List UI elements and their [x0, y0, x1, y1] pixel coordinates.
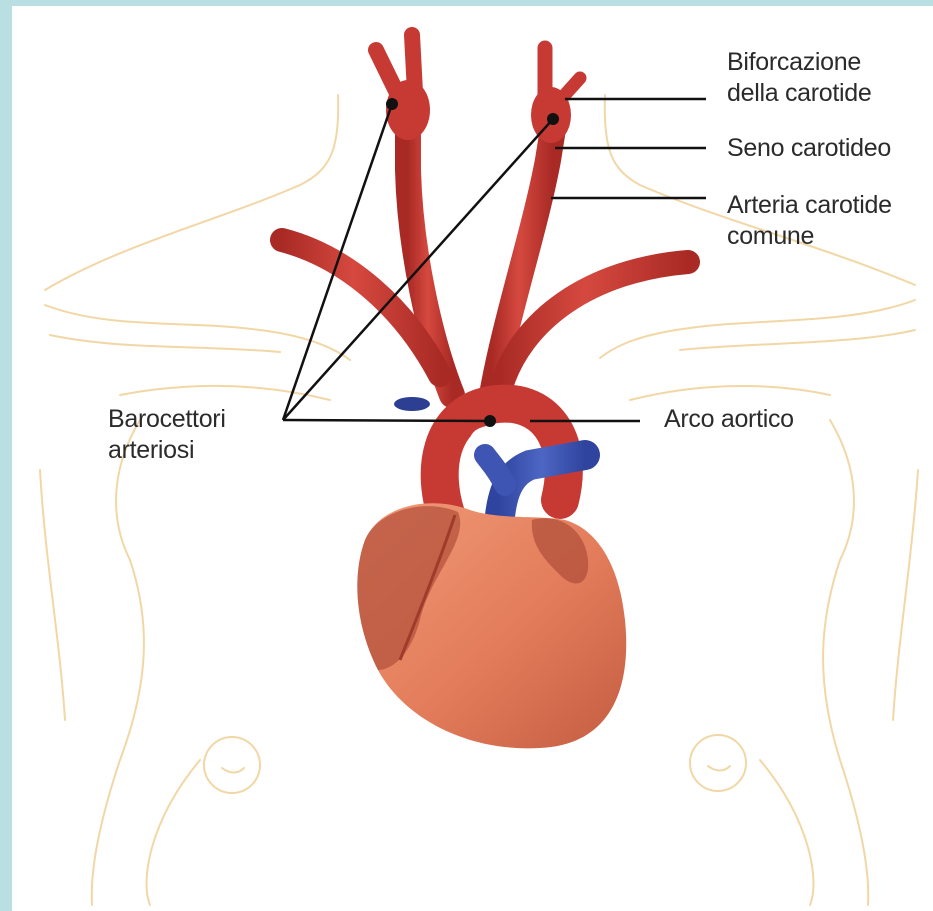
- label-barocettori-line2: arteriosi: [108, 435, 226, 466]
- label-arteria-carotide: Arteria carotide comune: [727, 190, 892, 252]
- label-arteria-line1: Arteria carotide: [727, 190, 892, 221]
- label-biforcazione-line2: della carotide: [727, 78, 872, 109]
- heart-illustration: [357, 503, 626, 748]
- label-arteria-line2: comune: [727, 221, 892, 252]
- label-seno-carotideo: Seno carotideo: [727, 133, 891, 164]
- label-biforcazione: Biforcazione della carotide: [727, 47, 872, 109]
- label-barocettori: Barocettori arteriosi: [108, 404, 226, 466]
- carotid-arteries: [282, 35, 688, 395]
- label-arco-aortico: Arco aortico: [664, 404, 794, 435]
- label-biforcazione-line1: Biforcazione: [727, 47, 872, 78]
- label-barocettori-line1: Barocettori: [108, 404, 226, 435]
